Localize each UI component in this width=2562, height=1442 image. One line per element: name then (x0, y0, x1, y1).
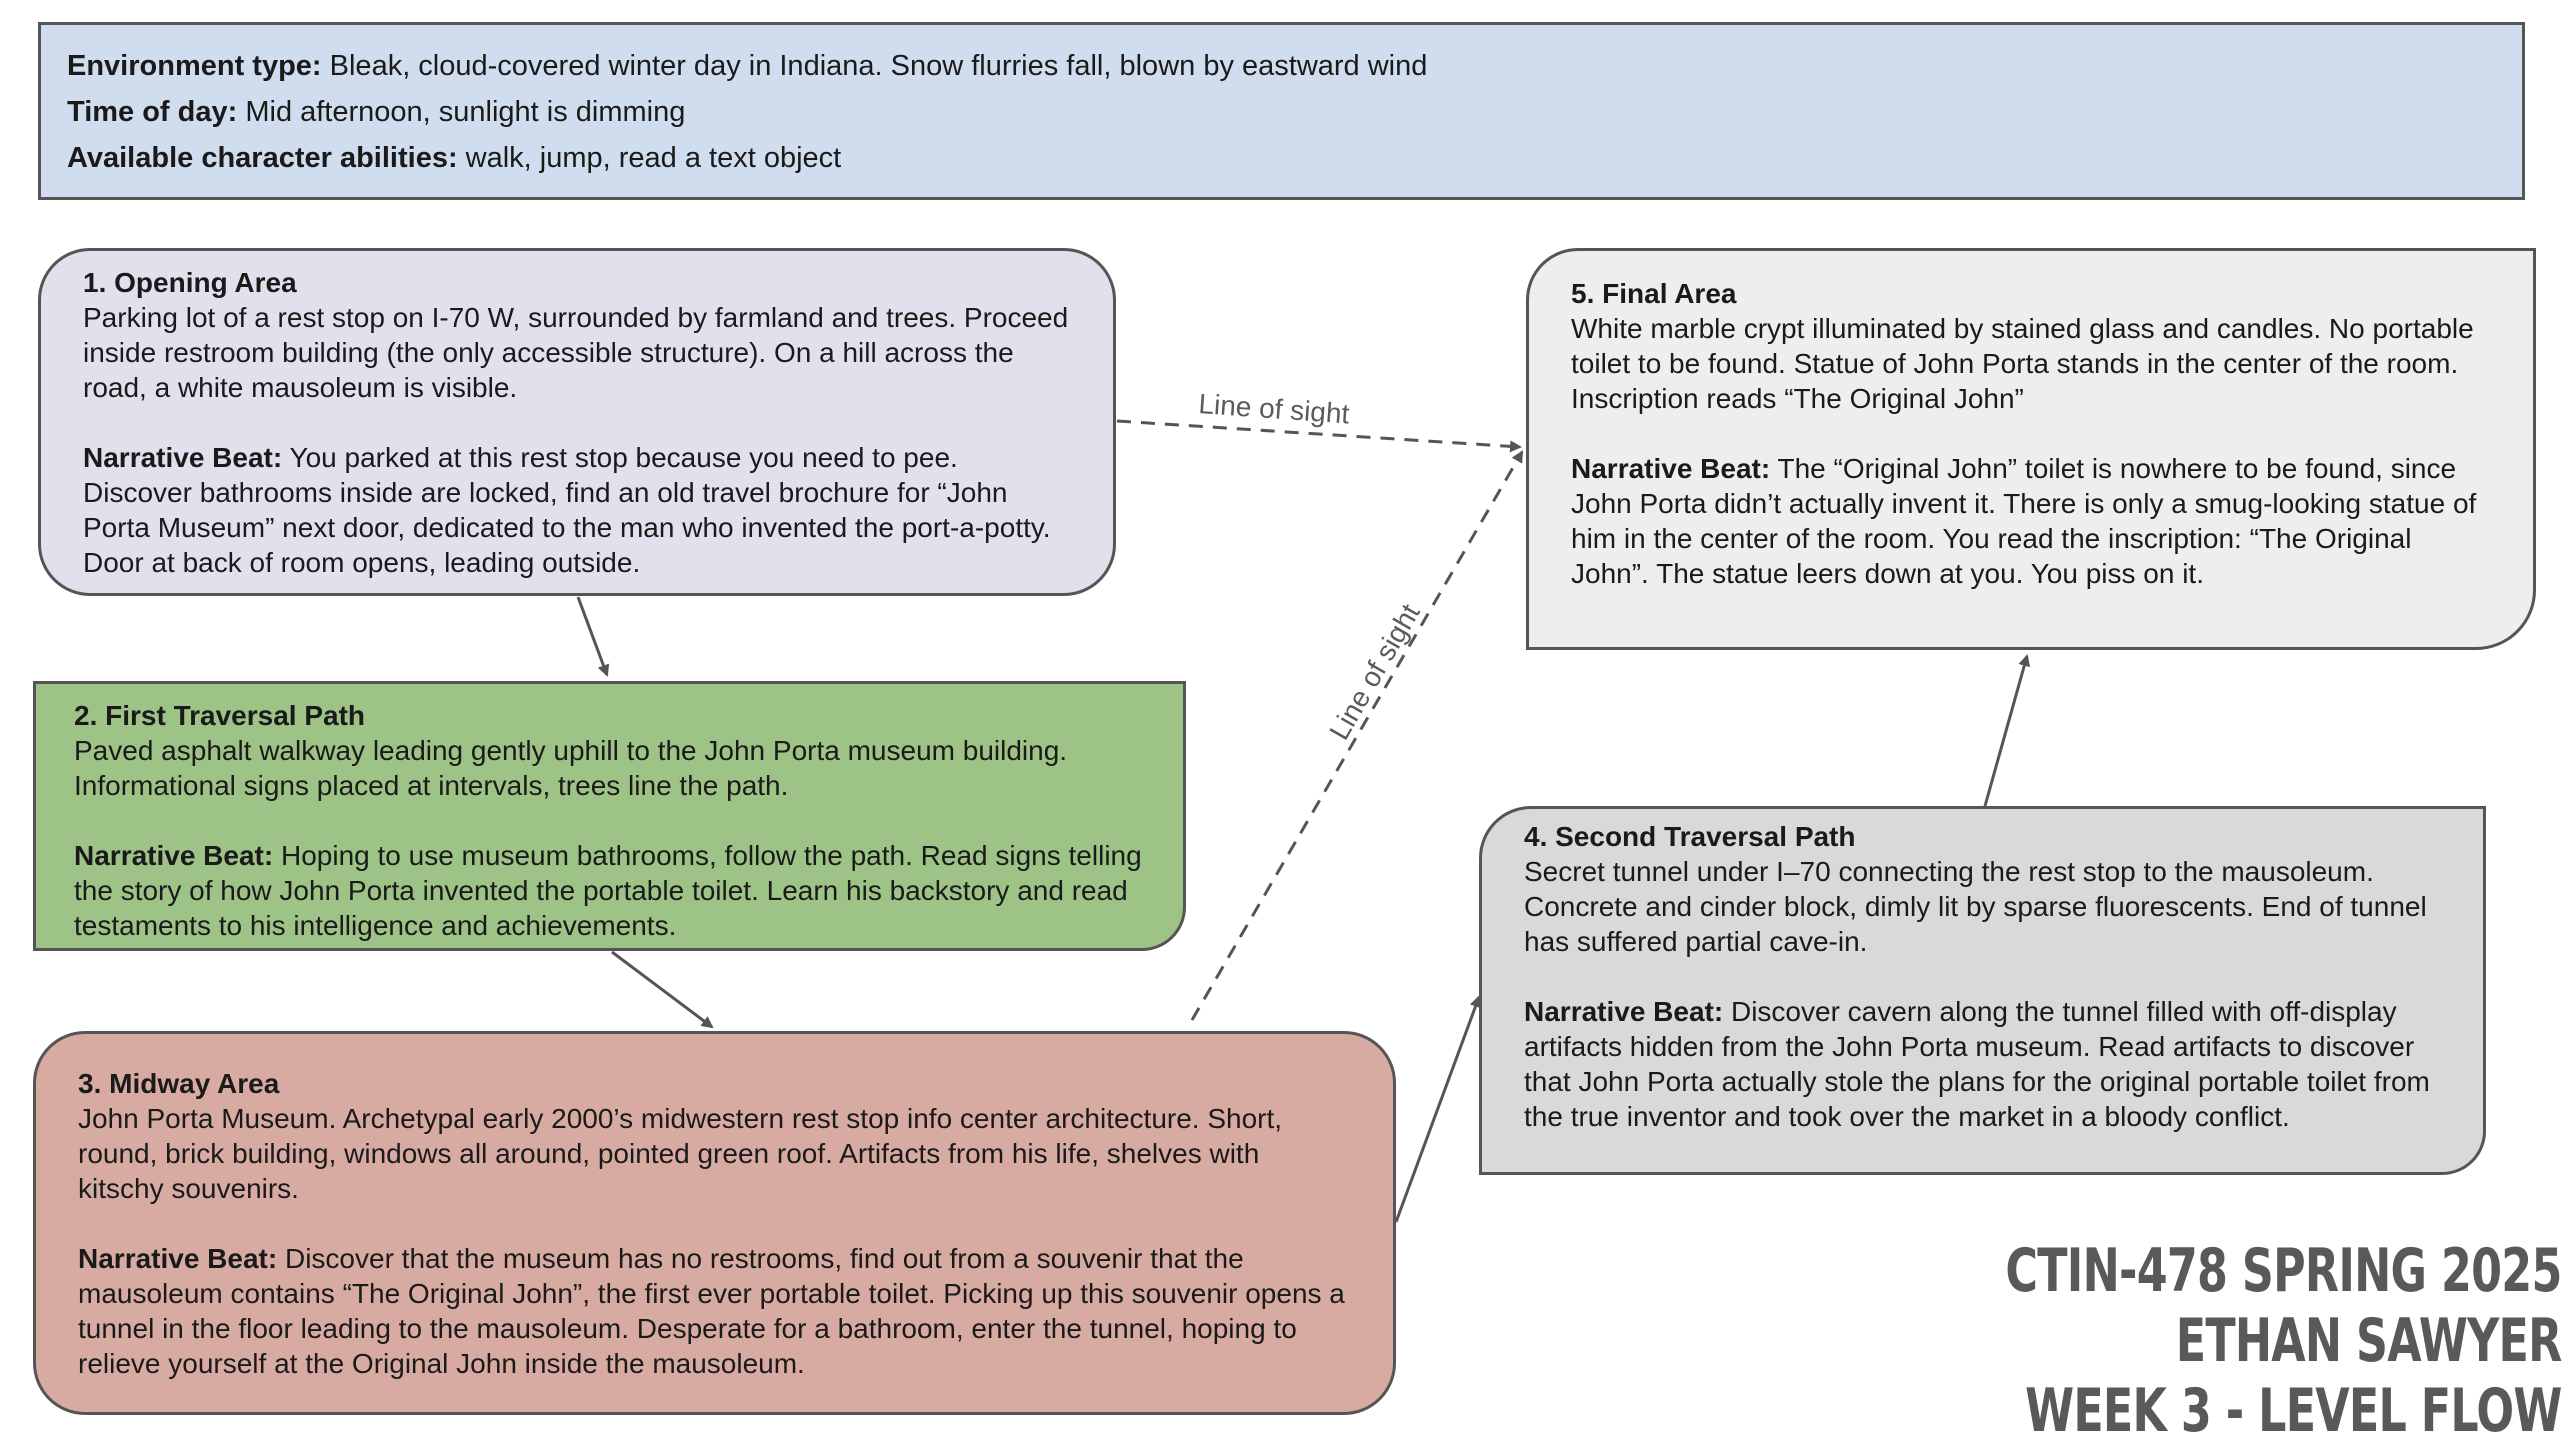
abilities-value: walk, jump, read a text object (457, 142, 842, 174)
second-traversal-path-beat: Narrative Beat: Discover cavern along th… (1524, 994, 2441, 1134)
line-of-sight-label-top: Line of sight (1198, 388, 1351, 429)
arrow-opening-to-first-path (576, 596, 610, 677)
time-of-day-label: Time of day: (67, 96, 238, 128)
midway-area-beat: Narrative Beat: Discover that the museum… (78, 1241, 1351, 1381)
footer-title-block: CTIN-478 SPRING 2025 ETHAN SAWYER WEEK 3… (2006, 1236, 2562, 1442)
opening-area-beat-text: You parked at this rest stop because you… (83, 442, 1051, 578)
opening-area-beat: Narrative Beat: You parked at this rest … (83, 440, 1071, 580)
line-of-sight-label-diagonal: Line of sight (1323, 599, 1425, 745)
abilities-line: Available character abilities: walk, jum… (67, 135, 2496, 181)
first-traversal-path-title: 2. First Traversal Path (74, 700, 366, 731)
second-traversal-path-description: Secret tunnel under I–70 connecting the … (1524, 856, 2427, 957)
environment-type-value: Bleak, cloud-covered winter day in India… (321, 50, 1428, 82)
midway-area-beat-label: Narrative Beat: (78, 1243, 278, 1274)
final-area-beat-label: Narrative Beat: (1571, 453, 1771, 484)
second-traversal-path-beat-label: Narrative Beat: (1524, 996, 1724, 1027)
time-of-day-line: Time of day: Mid afternoon, sunlight is … (67, 89, 2496, 135)
first-traversal-path-description: Paved asphalt walkway leading gently uph… (74, 735, 1068, 801)
opening-area-description: Parking lot of a rest stop on I-70 W, su… (83, 302, 1069, 403)
footer-author-line: ETHAN SAWYER (2176, 1306, 2562, 1376)
arrow-midway-to-second-path (1394, 995, 1482, 1223)
second-traversal-path-title: 4. Second Traversal Path (1524, 821, 1856, 852)
final-area-beat-text: The “Original John” toilet is nowhere to… (1571, 453, 2477, 589)
midway-area-description: John Porta Museum. Archetypal early 2000… (78, 1103, 1283, 1204)
arrow-first-path-to-midway (611, 950, 714, 1029)
final-area-title: 5. Final Area (1571, 278, 1737, 309)
first-traversal-path-beat-label: Narrative Beat: (74, 840, 274, 871)
footer-course-line: CTIN-478 SPRING 2025 (2005, 1236, 2562, 1306)
second-traversal-path-node: 4. Second Traversal Path Secret tunnel u… (1479, 806, 2486, 1175)
dashed-line-midway-to-final (1190, 450, 1524, 1021)
opening-area-node: 1. Opening Area Parking lot of a rest st… (38, 248, 1116, 596)
dashed-line-opening-to-final (1116, 419, 1522, 453)
environment-box: Environment type: Bleak, cloud-covered w… (38, 22, 2525, 200)
footer-week-line: WEEK 3 - LEVEL FLOW (2025, 1376, 2562, 1442)
midway-area-title: 3. Midway Area (78, 1068, 280, 1099)
time-of-day-value: Mid afternoon, sunlight is dimming (237, 96, 686, 128)
environment-type-line: Environment type: Bleak, cloud-covered w… (67, 43, 2496, 89)
final-area-description: White marble crypt illuminated by staine… (1571, 313, 2474, 414)
midway-area-beat-text: Discover that the museum has no restroom… (78, 1243, 1345, 1379)
first-traversal-path-node: 2. First Traversal Path Paved asphalt wa… (33, 681, 1186, 951)
second-traversal-path-beat-text: Discover cavern along the tunnel filled … (1524, 996, 2430, 1132)
first-traversal-path-beat-text: Hoping to use museum bathrooms, follow t… (74, 840, 1142, 941)
final-area-node: 5. Final Area White marble crypt illumin… (1526, 248, 2536, 650)
final-area-beat: Narrative Beat: The “Original John” toil… (1571, 451, 2491, 591)
opening-area-title: 1. Opening Area (83, 267, 297, 298)
midway-area-node: 3. Midway Area John Porta Museum. Archet… (33, 1031, 1396, 1415)
abilities-label: Available character abilities: (67, 142, 458, 174)
opening-area-beat-label: Narrative Beat: (83, 442, 283, 473)
environment-type-label: Environment type: (67, 50, 322, 82)
first-traversal-path-beat: Narrative Beat: Hoping to use museum bat… (74, 838, 1145, 943)
arrow-second-path-to-final (1983, 654, 2031, 807)
